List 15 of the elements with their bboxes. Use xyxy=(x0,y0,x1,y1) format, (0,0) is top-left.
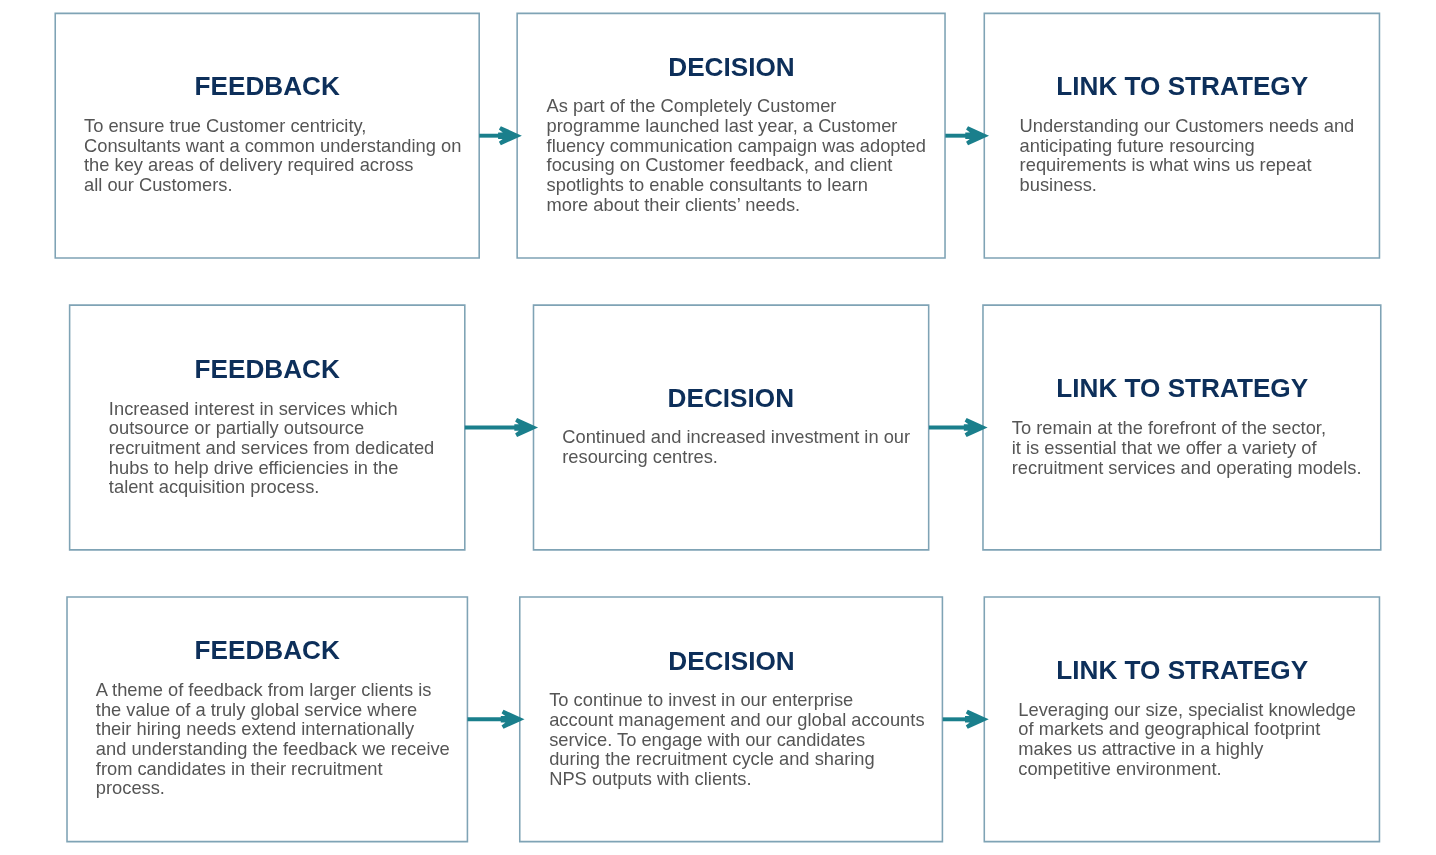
node-box: DECISION To continue to invest in our enterprise account management and our global accounts service. To engage with our candidates during the recruitment cycle and sharing NPS outputs with clients. xyxy=(518,596,944,843)
node-box: FEEDBACK Increased interest in services which outsource or partially outsource recruitment and services from dedicated hubs to help drive efficiencies in the talent acquisition process. xyxy=(68,304,466,551)
node-box: FEEDBACK A theme of feedback from larger clients is the value of a truly global service where their hiring needs extend internationally and understanding the feedback we receive from candidates in their recruitment process. xyxy=(66,596,469,843)
arrow xyxy=(479,126,520,146)
node-box: LINK TO STRATEGY Leveraging our size, specialist knowledge of markets and geographical footprint makes us attractive in a highly competitive environment. xyxy=(983,596,1381,843)
arrow xyxy=(464,417,536,438)
arrow xyxy=(942,709,986,729)
node-box: DECISION As part of the Completely Customer programme launched last year, a Customer fluency communication campaign was adopted focusing on Customer feedback, and client spotlights to enable consultants to learn more about their clients’ needs. xyxy=(516,12,946,259)
arrow xyxy=(928,417,985,438)
node-box: LINK TO STRATEGY Understanding our Customers needs and anticipating future resourcing requirements is what wins us repeat business. xyxy=(983,12,1381,259)
node-box: LINK TO STRATEGY To remain at the forefront of the sector, it is essential that we offer a variety of recruitment services and operating models. xyxy=(982,304,1382,551)
arrow xyxy=(945,126,987,146)
node-box: FEEDBACK To ensure true Customer centricity, Consultants want a common understanding on the key areas of delivery required across all our Customers. xyxy=(54,12,480,259)
arrow xyxy=(467,709,522,729)
node-box: DECISION Continued and increased investment in our resourcing centres. xyxy=(532,304,930,551)
